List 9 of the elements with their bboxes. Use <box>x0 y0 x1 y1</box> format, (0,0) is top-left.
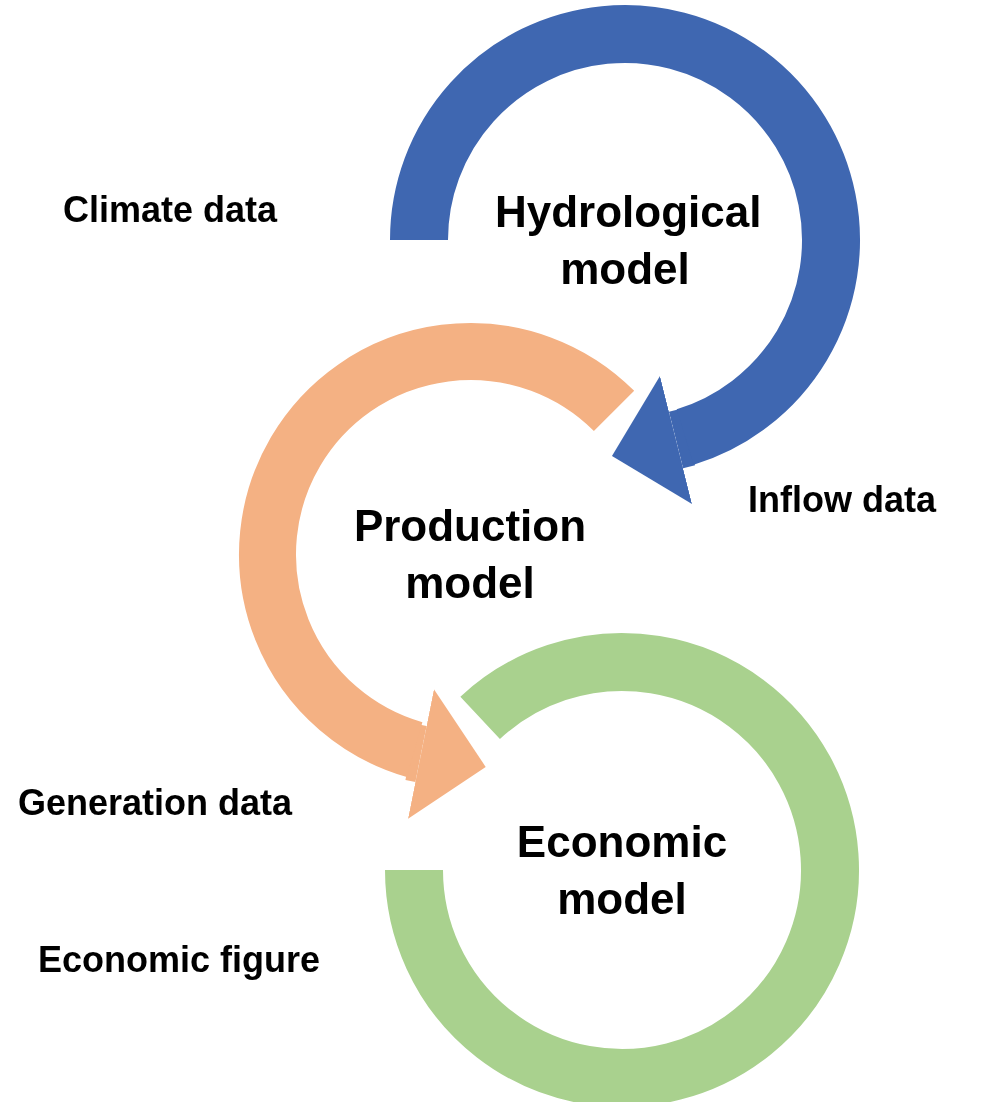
node-label: Economic model <box>515 815 729 925</box>
node-label: Production model <box>352 499 588 609</box>
data-label: Economic figure <box>38 939 321 981</box>
arrow <box>611 375 696 505</box>
arrow <box>405 689 486 819</box>
data-label: Generation data <box>18 782 293 824</box>
process-ring <box>385 633 859 1102</box>
data-label: Climate data <box>63 189 278 231</box>
data-label: Inflow data <box>748 479 936 521</box>
